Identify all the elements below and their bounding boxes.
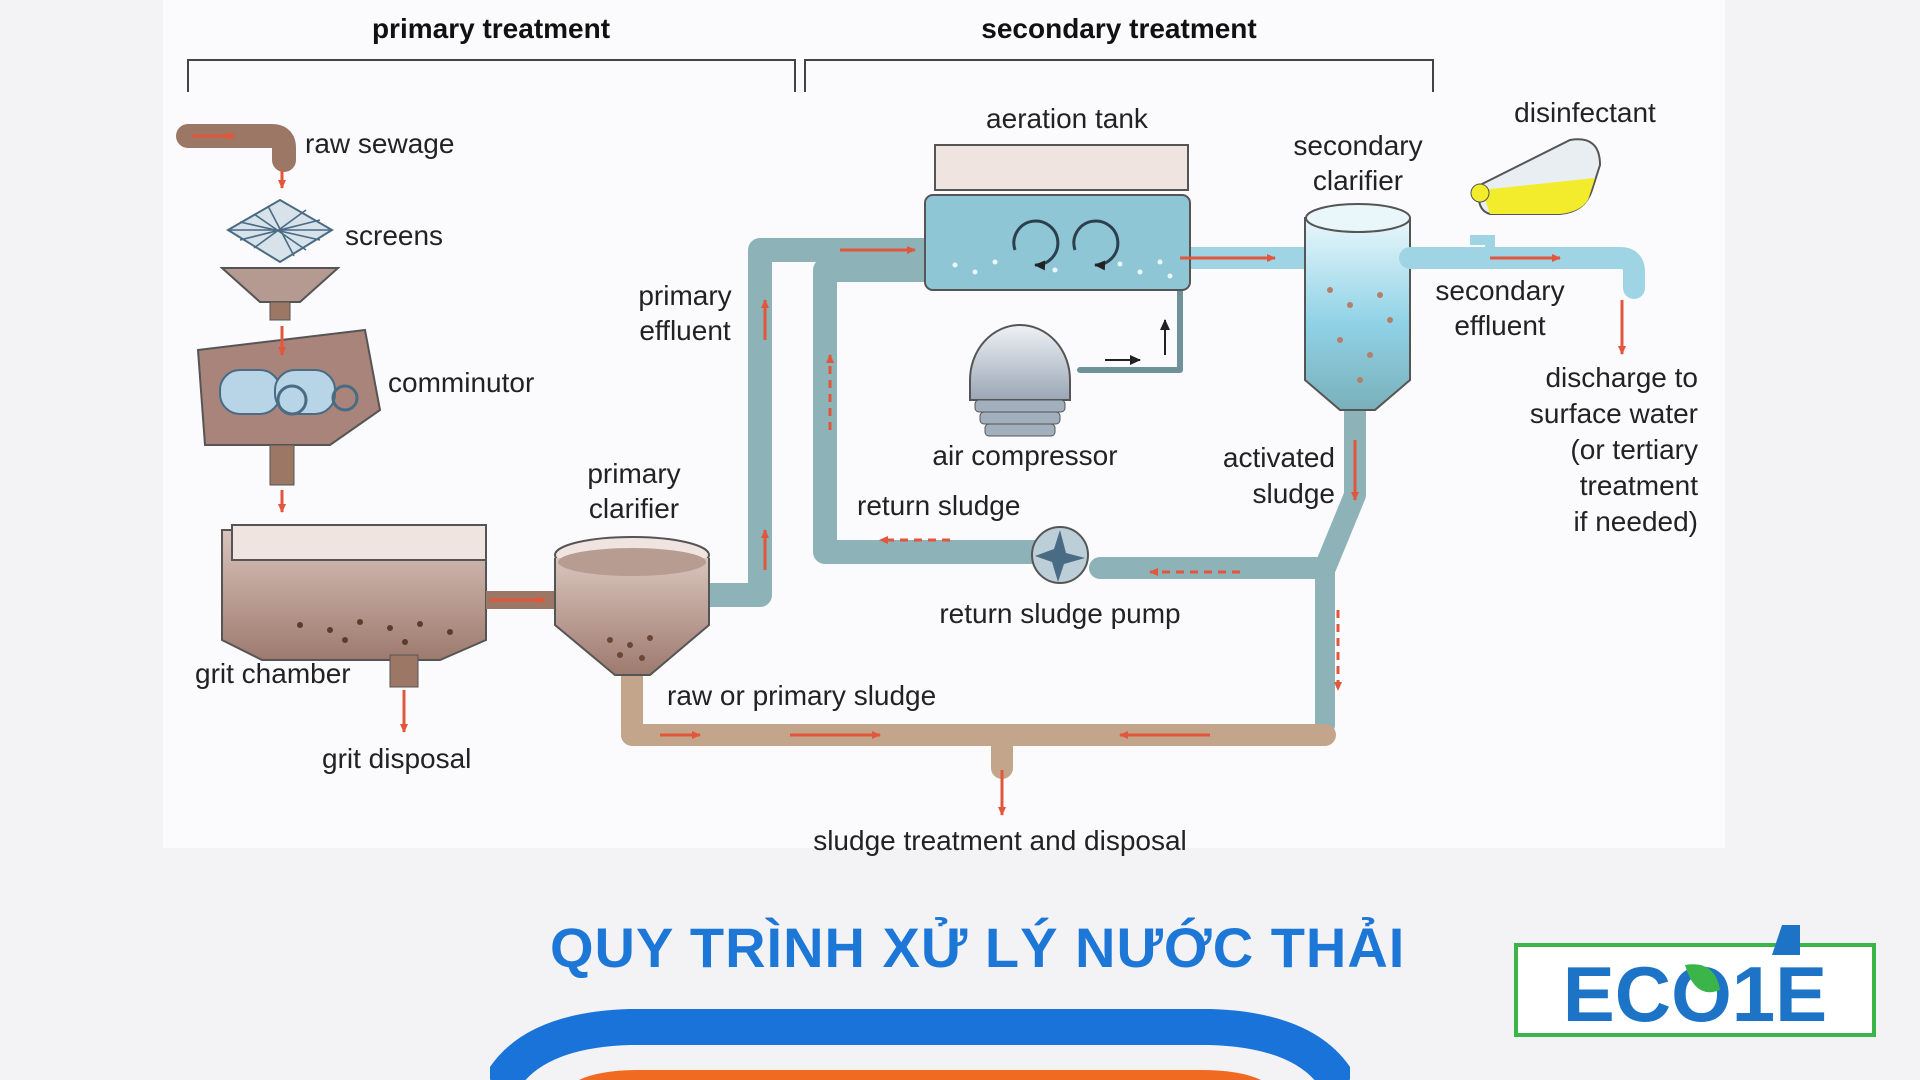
label-primary-effluent-2: effluent [639, 315, 731, 346]
air-compressor [969, 319, 1170, 437]
raw-sewage-pipe [176, 124, 296, 172]
label-grit-chamber: grit chamber [195, 658, 351, 689]
comminutor [196, 328, 382, 486]
label-primary-clarifier-2: clarifier [589, 493, 679, 524]
diagram-labels: raw sewage screens comminutor grit chamb… [195, 97, 1698, 856]
label-activated-sludge: activated [1223, 442, 1335, 473]
label-screens: screens [345, 220, 443, 251]
secondary-treatment-header: secondary treatment [804, 13, 1434, 92]
sludge-pipes [621, 659, 1336, 779]
label-return-sludge-pump: return sludge pump [939, 598, 1180, 629]
brand-logo: ECO1E [1514, 925, 1876, 1038]
svg-text:secondary treatment: secondary treatment [981, 13, 1256, 44]
label-primary-clarifier: primary [587, 458, 680, 489]
secondary-effluent-pipe [1180, 247, 1645, 355]
label-discharge-4: treatment [1580, 470, 1698, 501]
label-discharge-5: if needed) [1573, 506, 1698, 537]
label-raw-sewage: raw sewage [305, 128, 454, 159]
label-comminutor: comminutor [388, 367, 534, 398]
screens [219, 198, 341, 321]
bottom-arc-decoration [490, 1009, 1350, 1080]
disinfectant-bottle [1470, 138, 1602, 258]
label-activated-sludge-2: sludge [1252, 478, 1335, 509]
label-sludge-treatment: sludge treatment and disposal [813, 825, 1187, 856]
primary-treatment-header: primary treatment [187, 13, 796, 92]
svg-text:ECO1E: ECO1E [1563, 950, 1827, 1038]
aeration-tank [924, 144, 1191, 291]
flow-arrows [278, 170, 1359, 816]
label-aeration-tank: aeration tank [986, 103, 1149, 134]
label-secondary-effluent-2: effluent [1454, 310, 1546, 341]
grit-chamber [221, 524, 555, 688]
label-disinfectant: disinfectant [1514, 97, 1656, 128]
secondary-clarifier [1304, 203, 1411, 411]
label-secondary-clarifier-2: clarifier [1313, 165, 1403, 196]
page-title: QUY TRÌNH XỬ LÝ NƯỚC THẢI [550, 916, 1406, 979]
label-secondary-effluent: secondary [1435, 275, 1564, 306]
label-discharge: discharge to [1545, 362, 1698, 393]
diagram-panel [163, 0, 1725, 848]
label-air-compressor: air compressor [932, 440, 1117, 471]
primary-clarifier [554, 536, 710, 676]
label-discharge-3: (or tertiary [1570, 434, 1698, 465]
label-return-sludge: return sludge [857, 490, 1020, 521]
svg-text:primary treatment: primary treatment [372, 13, 610, 44]
label-primary-effluent: primary [638, 280, 731, 311]
label-grit-disposal: grit disposal [322, 743, 471, 774]
label-secondary-clarifier: secondary [1293, 130, 1422, 161]
label-discharge-2: surface water [1530, 398, 1698, 429]
return-sludge-pump [1031, 526, 1089, 584]
label-raw-or-primary-sludge: raw or primary sludge [667, 680, 936, 711]
